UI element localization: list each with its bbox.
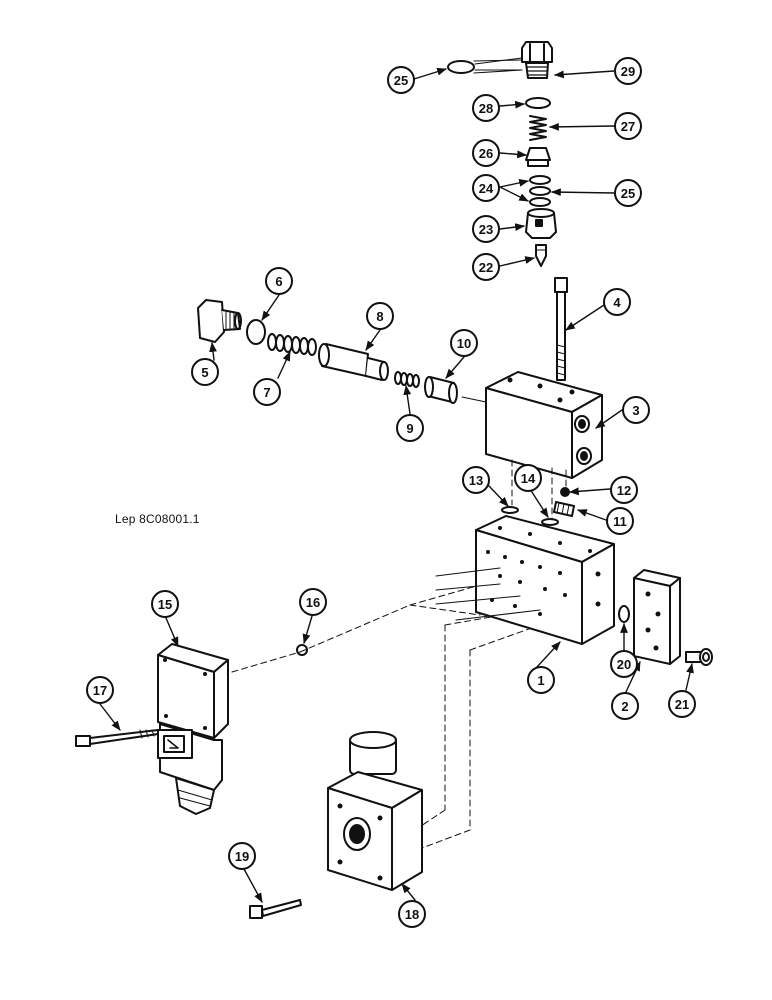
part-2-cover-plate [633,569,681,665]
part-11-fitting [553,501,575,517]
callout-layer: 25 29 28 27 26 24 25 23 22 6 4 8 10 5 7 … [86,57,696,928]
svg-text:3: 3 [632,403,639,418]
callout-1: 1 [527,666,555,694]
callout-11: 11 [606,507,634,535]
leader-arrows [99,67,694,903]
callout-13: 13 [462,466,490,494]
svg-text:29: 29 [621,64,635,79]
part-21-bolt [685,648,713,666]
part-24-washer-upper [529,175,551,185]
part-27-spring [529,115,547,141]
svg-text:7: 7 [263,385,270,400]
svg-text:11: 11 [613,514,627,529]
callout-21: 21 [668,690,696,718]
svg-text:6: 6 [275,274,282,289]
callout-15: 15 [151,590,179,618]
svg-text:4: 4 [613,295,621,310]
part-5-plug [197,299,242,343]
callout-22: 22 [472,253,500,281]
part-19-bolt [249,899,302,919]
callout-24: 24 [472,174,500,202]
part-9-spring [394,371,420,388]
part-4-long-bolt [554,277,568,381]
part-7-spring [267,333,317,356]
svg-text:24: 24 [479,181,494,196]
svg-text:20: 20 [617,657,631,672]
svg-text:9: 9 [406,421,413,436]
callout-17: 17 [86,676,114,704]
callout-25-lower: 25 [614,179,642,207]
svg-text:8: 8 [376,309,383,324]
callout-10: 10 [450,329,478,357]
callout-19: 19 [228,842,256,870]
callout-4: 4 [603,288,631,316]
svg-text:12: 12 [617,483,631,498]
part-18-valve-body [327,731,423,891]
svg-text:17: 17 [93,683,107,698]
svg-text:15: 15 [158,597,172,612]
callout-20: 20 [610,650,638,678]
svg-text:2: 2 [621,699,628,714]
callout-5: 5 [191,358,219,386]
part-10-pin [424,376,458,404]
svg-text:16: 16 [306,595,320,610]
svg-text:23: 23 [479,222,493,237]
part-24-washer-lower [529,197,551,207]
part-14-seal [541,518,559,526]
part-28-seal [525,97,551,109]
svg-text:21: 21 [675,697,689,712]
callout-18: 18 [398,900,426,928]
part-1-manifold [435,515,615,645]
callout-3: 3 [622,396,650,424]
part-22-fitting [535,244,547,267]
callout-12: 12 [610,476,638,504]
svg-text:26: 26 [479,146,493,161]
svg-text:5: 5 [201,365,208,380]
svg-text:27: 27 [621,119,635,134]
figure-reference-label: Lep 8C08001.1 [115,512,200,526]
callout-6: 6 [265,267,293,295]
part-15-solenoid [157,643,229,815]
part-25-o-ring-lower [529,186,551,196]
part-3-valve-block [485,371,603,479]
callout-23: 23 [472,215,500,243]
callout-26: 26 [472,139,500,167]
svg-text:19: 19 [235,849,249,864]
svg-text:22: 22 [479,260,493,275]
part-8-spool [318,343,389,381]
svg-text:25: 25 [621,186,635,201]
callout-25-upper: 25 [387,66,415,94]
svg-text:25: 25 [394,73,408,88]
part-25-o-ring-upper [447,60,475,74]
callout-29: 29 [614,57,642,85]
callout-28: 28 [472,94,500,122]
part-17-bolt [75,729,159,747]
part-16-o-ring [296,644,308,656]
callout-7: 7 [253,378,281,406]
callout-16: 16 [299,588,327,616]
part-23-seat-body [525,208,557,239]
callout-2: 2 [611,692,639,720]
part-13-seal [501,506,519,514]
svg-text:13: 13 [469,473,483,488]
part-20-o-ring [618,605,630,623]
part-6-o-ring [246,319,266,345]
svg-text:28: 28 [479,101,493,116]
svg-text:18: 18 [405,907,419,922]
part-29-cap [521,41,553,79]
callout-9: 9 [396,414,424,442]
svg-text:10: 10 [457,336,471,351]
callout-14: 14 [514,464,542,492]
callout-8: 8 [366,302,394,330]
svg-text:1: 1 [537,673,544,688]
svg-text:14: 14 [521,471,536,486]
callout-27: 27 [614,112,642,140]
part-26-poppet [525,147,551,167]
part-12-ball [560,487,570,497]
